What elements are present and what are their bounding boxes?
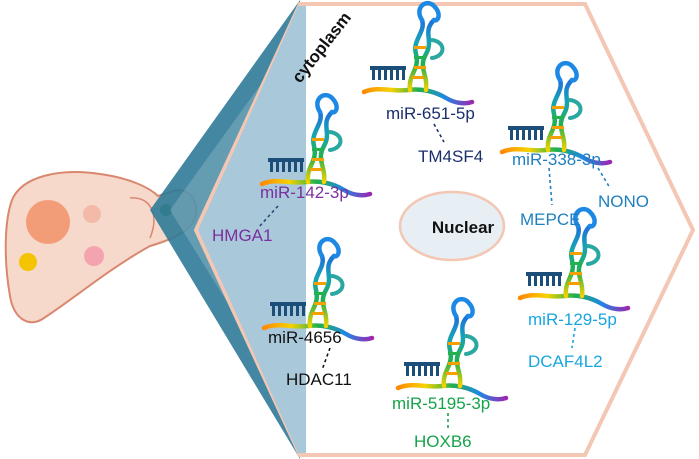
target-label-mepce: MEPCE [520, 210, 580, 229]
target-label-hoxb6: HOXB6 [414, 432, 472, 451]
mirna-label-129-5p: miR-129-5p [528, 310, 617, 329]
target-label-nono: NONO [598, 192, 649, 211]
nucleus-label: Nuclear [432, 218, 495, 237]
mirna-label-142-3p: miR-142-3p [260, 183, 349, 202]
target-label-dcaf4l2: DCAF4L2 [528, 352, 603, 371]
mirna-label-338-3p: miR-338-3p [512, 150, 601, 169]
mirna-label-4656: miR-4656 [268, 328, 342, 347]
mirna-label-5195-3p: miR-5195-3p [392, 394, 490, 413]
cytoplasm-region [199, 6, 306, 453]
connector-lines [257, 123, 611, 428]
nucleus-icon [398, 190, 506, 262]
mirna-label-651-5p: miR-651-5p [386, 104, 475, 123]
target-label-tm4sf4: TM4SF4 [418, 147, 483, 166]
target-label-hmga1: HMGA1 [212, 226, 272, 245]
target-label-hdac11: HDAC11 [286, 370, 352, 389]
